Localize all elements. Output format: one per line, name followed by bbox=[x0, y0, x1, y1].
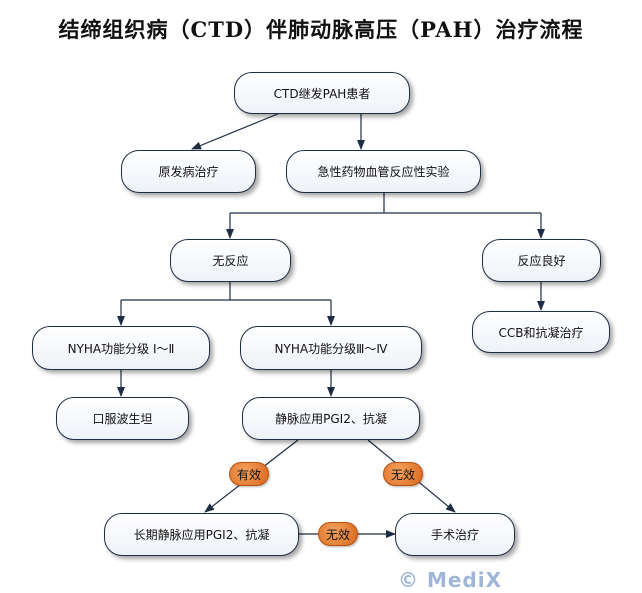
node-oral-bosentan: 口服波生坦 bbox=[56, 397, 189, 440]
node-long-term-iv-pgi2: 长期静脉应用PGI2、抗凝 bbox=[104, 513, 299, 556]
badge-ineffective-right: 无效 bbox=[383, 462, 423, 486]
acute-split-line bbox=[230, 193, 541, 214]
node-acute-vasoreactivity-test: 急性药物血管反应性实验 bbox=[286, 150, 481, 193]
badge-effective: 有效 bbox=[229, 462, 269, 486]
no-response-split-line bbox=[121, 282, 331, 301]
badge-ineffective-bottom: 无效 bbox=[318, 522, 358, 546]
node-ctd-pah-patient: CTD继发PAH患者 bbox=[234, 72, 410, 114]
node-primary-treatment: 原发病治疗 bbox=[121, 150, 256, 193]
node-iv-pgi2-anticoagulation: 静脉应用PGI2、抗凝 bbox=[242, 397, 420, 440]
node-surgery: 手术治疗 bbox=[395, 513, 515, 556]
node-nyha-class-3-4: NYHA功能分级Ⅲ～Ⅳ bbox=[240, 326, 422, 370]
arrow-ctd-to-primary bbox=[191, 112, 281, 150]
diagram-title: 结缔组织病（CTD）伴肺动脉高压（PAH）治疗流程 bbox=[58, 17, 584, 42]
node-good-response: 反应良好 bbox=[482, 239, 601, 282]
watermark-medix: © MediX bbox=[398, 568, 503, 592]
node-ccb-anticoagulation: CCB和抗凝治疗 bbox=[472, 311, 610, 353]
node-no-response: 无反应 bbox=[170, 239, 291, 282]
node-nyha-class-1-2: NYHA功能分级 Ⅰ～Ⅱ bbox=[32, 326, 210, 370]
